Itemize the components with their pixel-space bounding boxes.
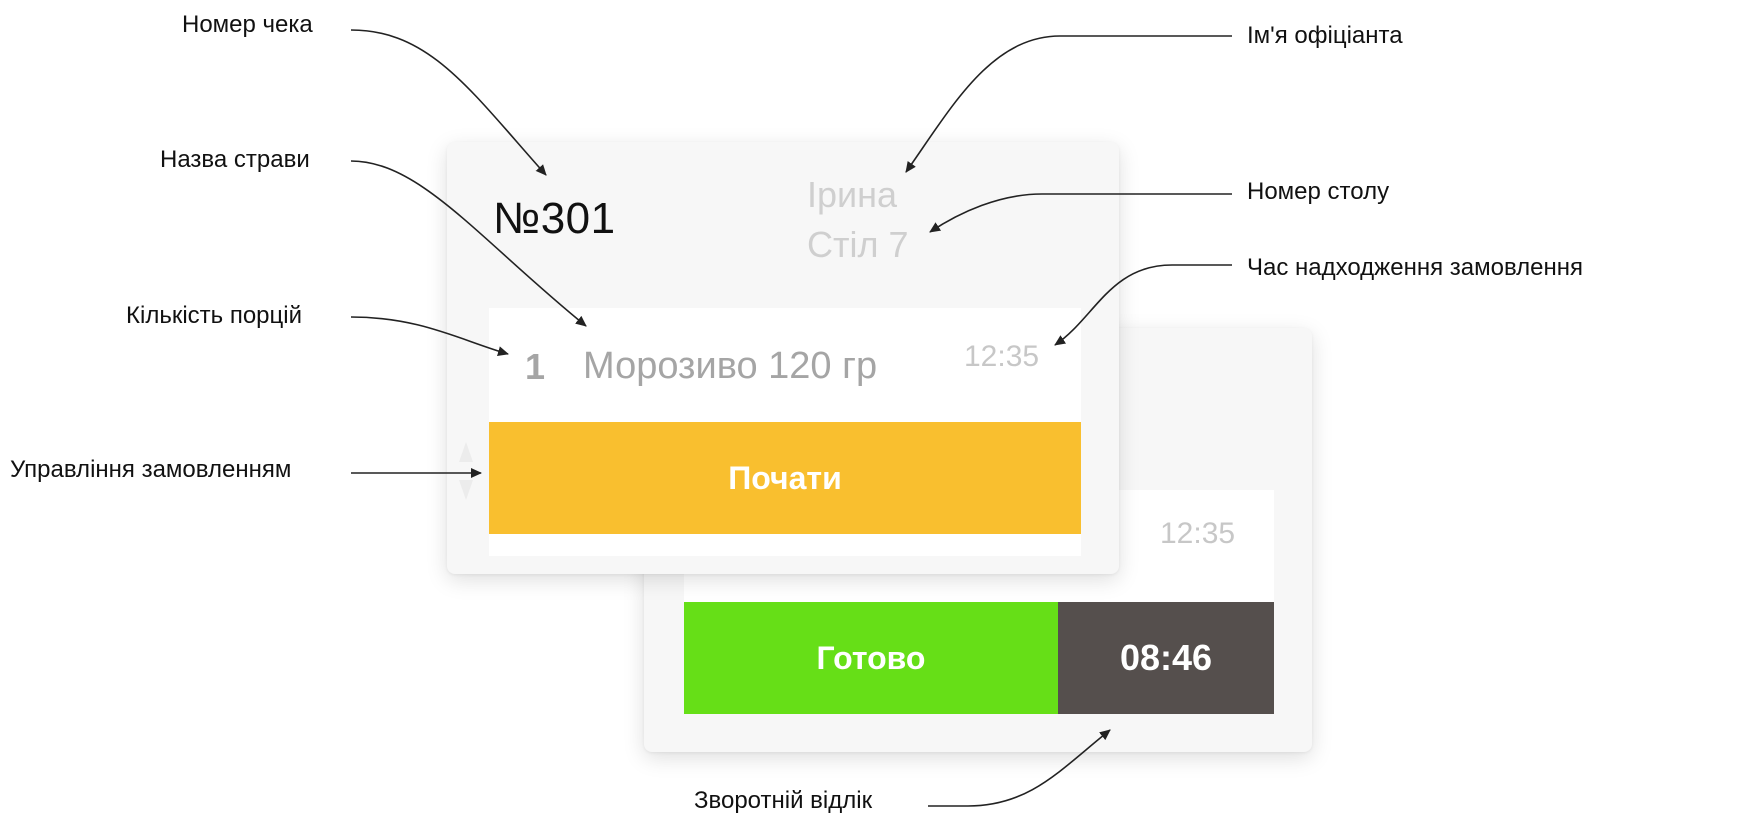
waiter-name: Ірина: [807, 174, 898, 215]
start-button[interactable]: Почати: [489, 422, 1081, 534]
done-button[interactable]: Готово: [684, 602, 1058, 714]
label-order-time: Час надходження замовлення: [1247, 254, 1583, 281]
label-order-control: Управління замовленням: [10, 456, 292, 483]
label-receipt-number: Номер чека: [182, 11, 313, 38]
label-portions: Кількість порцій: [126, 302, 302, 329]
drag-handle-icon[interactable]: [459, 442, 473, 500]
dish-name: Морозиво 120 гр: [583, 345, 878, 387]
arrow-dish-name: [350, 160, 587, 327]
arrow-countdown: [928, 729, 1111, 807]
arrow-waiter-name: [905, 35, 1232, 173]
portion-count: 1: [525, 346, 546, 387]
arrow-receipt-number: [350, 29, 547, 176]
arrow-table-number: [929, 193, 1232, 233]
order-card-new: №301 Ірина Стіл 7 1 Морозиво 120 гр 12:3…: [447, 142, 1119, 574]
arrow-order-time: [1054, 264, 1232, 346]
label-dish-name: Назва страви: [160, 146, 310, 173]
label-countdown: Зворотній відлік: [694, 787, 873, 814]
order-time: 12:35: [964, 340, 1040, 373]
countdown-timer: 08:46: [1058, 602, 1274, 714]
order-time: 12:35: [1160, 517, 1236, 550]
table-number: Стіл 7: [807, 224, 909, 265]
label-table-number: Номер столу: [1247, 178, 1390, 205]
label-waiter-name: Ім'я офіціанта: [1247, 22, 1403, 49]
arrow-portions: [350, 316, 509, 356]
receipt-number: №301: [493, 194, 616, 243]
